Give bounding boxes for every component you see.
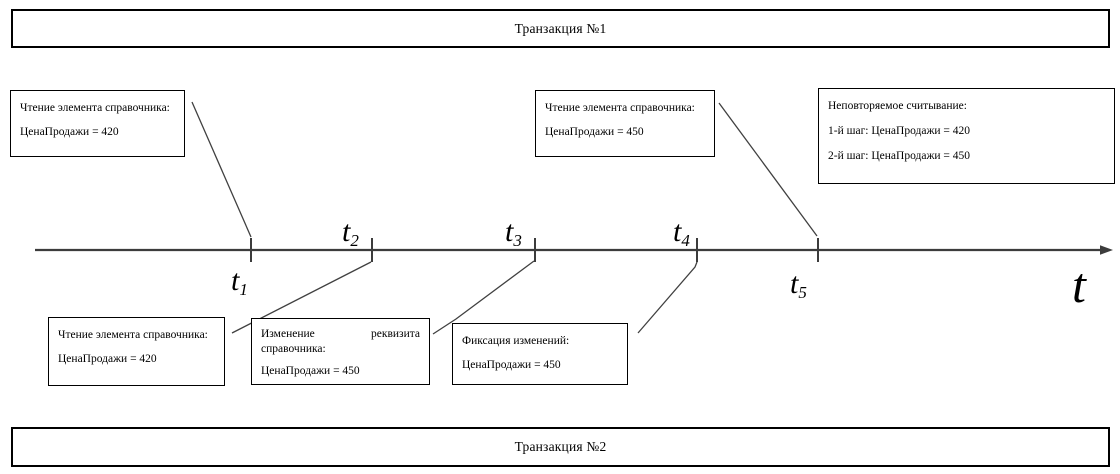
tick-label-t3: t3 xyxy=(505,215,522,250)
callout-line: ЦенаПродажи = 450 xyxy=(261,365,360,377)
tick-label-sub: 1 xyxy=(239,279,248,299)
callout-nonrepeatable-read-summary: Неповторяемое считывание: 1-й шаг: ЦенаП… xyxy=(818,88,1115,184)
callout-commit-changes-tx2: Фиксация изменений: ЦенаПродажи = 450 xyxy=(452,323,628,385)
callout-line: справочника: xyxy=(261,343,326,355)
tick-label-t5: t5 xyxy=(790,267,807,302)
callout-line: Чтение элемента справочника: xyxy=(545,102,695,114)
tick-label-t1: t1 xyxy=(231,264,248,299)
tick-label-sub: 2 xyxy=(350,230,359,250)
axis-label-t: t xyxy=(1072,257,1086,313)
axis-arrowhead-icon xyxy=(1100,245,1113,255)
callout-line: Чтение элемента справочника: xyxy=(20,102,170,114)
tick-label-sub: 3 xyxy=(513,230,522,250)
connector-topmiddle-to-t5 xyxy=(718,102,818,237)
callout-line: Фиксация изменений: xyxy=(462,335,570,347)
callout-read-420-tx2: Чтение элемента справочника: ЦенаПродажи… xyxy=(48,317,225,386)
callout-word: Изменение xyxy=(261,328,315,340)
callout-read-450-tx1: Чтение элемента справочника: ЦенаПродажи… xyxy=(535,90,715,157)
callout-line: 2-й шаг: ЦенаПродажи = 450 xyxy=(828,150,971,162)
tick-label-t2: t2 xyxy=(342,215,359,250)
callout-modify-attribute-tx2: Изменение реквизита справочника: ЦенаПро… xyxy=(251,318,430,385)
connector-bottommiddle-to-t3 xyxy=(432,260,535,335)
tick-label-base: t xyxy=(342,215,351,248)
tick-label-base: t xyxy=(505,215,514,248)
callout-line: ЦенаПродажи = 420 xyxy=(58,353,157,365)
connector-bottomright-to-t4 xyxy=(637,261,698,334)
callout-line: Неповторяемое считывание: xyxy=(828,100,967,112)
callout-line: ЦенаПродажи = 450 xyxy=(545,126,644,138)
tick-label-t4: t4 xyxy=(673,215,690,250)
tick-label-base: t xyxy=(231,264,240,297)
callout-read-420-tx1: Чтение элемента справочника: ЦенаПродажи… xyxy=(10,90,185,157)
transaction-1-banner: Транзакция №1 xyxy=(11,9,1110,48)
callout-line: ЦенаПродажи = 420 xyxy=(20,126,119,138)
callout-justified-line: Изменение реквизита xyxy=(261,328,420,341)
callout-line: 1-й шаг: ЦенаПродажи = 420 xyxy=(828,125,971,137)
callout-line: ЦенаПродажи = 450 xyxy=(462,359,561,371)
transaction-1-label: Транзакция №1 xyxy=(514,20,607,36)
tick-label-sub: 4 xyxy=(681,230,690,250)
callout-line: Чтение элемента справочника: xyxy=(58,329,208,341)
connector-topleft-to-t1 xyxy=(191,101,252,238)
tick-label-sub: 5 xyxy=(798,282,807,302)
tick-label-base: t xyxy=(790,267,799,300)
transaction-2-label: Транзакция №2 xyxy=(514,439,607,454)
tick-label-base: t xyxy=(673,215,682,248)
callout-word: реквизита xyxy=(371,328,420,340)
transaction-2-banner: Транзакция №2 xyxy=(11,427,1110,467)
